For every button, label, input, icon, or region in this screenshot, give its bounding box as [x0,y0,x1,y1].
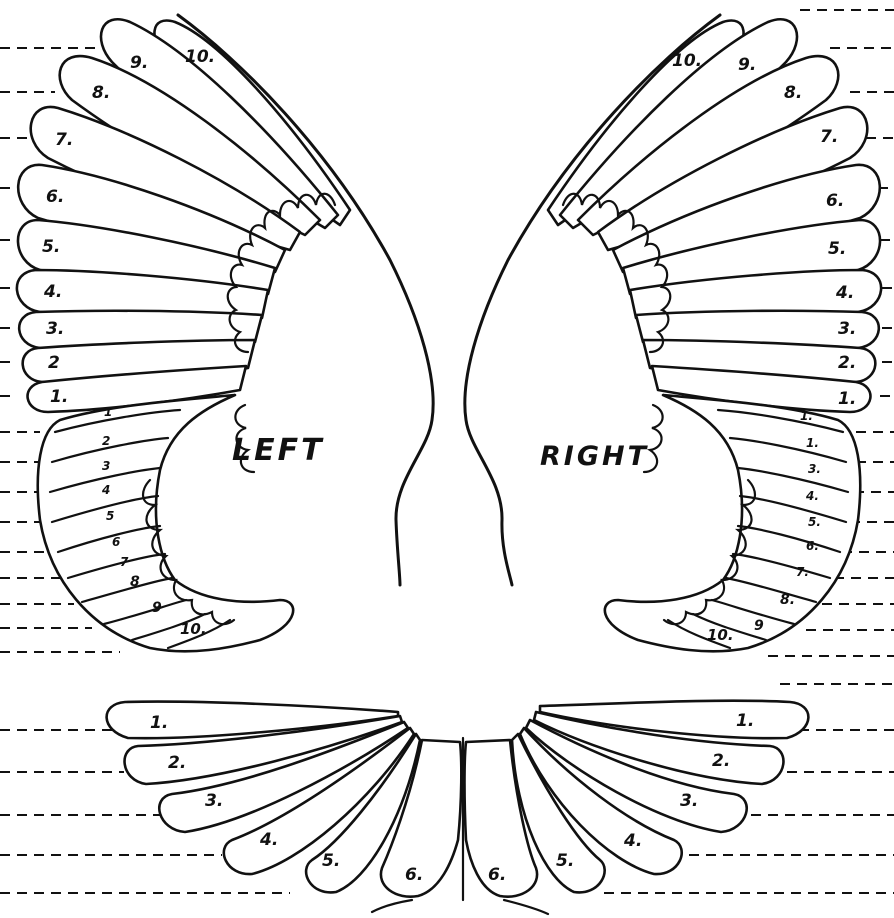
tail-right-2-label: 2. [712,751,730,771]
right-primary-6-label: 6. [826,191,844,211]
tail-right-4-label: 4. [623,831,642,851]
left-primary-6-label: 6. [46,187,64,207]
left-primary-1-label: 1. [50,387,68,407]
right-primary-7-label: 7. [820,127,838,147]
right-secondary-1-label: 1. [800,409,813,423]
right-primary-1-label: 1. [838,389,856,409]
tail-left-5-label: 5. [322,851,340,871]
left-primary-10-label: 10. [185,47,215,67]
left-primary-9-label: 9. [130,53,148,73]
right-wing [465,15,881,651]
right-secondary-3-label: 3. [808,462,821,476]
tail-left-2-label: 2. [168,753,186,773]
left-secondary-5-label: 5 [106,509,114,523]
right-secondary-8-label: 8. [780,592,795,608]
left-secondary-4-label: 4 [101,483,110,497]
right-primary-4-label: 4. [835,283,854,303]
right-secondary-4-label: 4. [805,489,819,503]
right-primary-8-label: 8. [784,83,802,103]
tail-left-1-label: 1. [150,713,168,733]
tail-left-4-label: 4. [259,830,278,850]
tail-left-3-label: 3. [205,791,223,811]
tail-right-3-label: 3. [680,791,698,811]
left-secondary-8-label: 8 [130,574,140,590]
right-primary-9-label: 9. [738,55,756,75]
left-secondary-10-label: 10. [180,620,207,638]
tail-right-6-label: 6. [488,865,506,885]
left-secondary-6-label: 6 [112,535,120,549]
left-primary-5-label: 5. [42,237,60,257]
right-secondary-6-label: 6. [806,539,819,553]
left-secondary-3-label: 3 [102,459,110,473]
left-secondary-9-label: 9 [152,600,162,616]
right-primary-3-label: 3. [838,319,856,339]
left-primary-4-label: 4. [43,282,62,302]
left-primary-8-label: 8. [92,83,110,103]
right-secondary-10-label: 10. [707,626,734,644]
right-primary-5-label: 5. [828,239,846,259]
tail-right-1-label: 1. [736,711,754,731]
right-wing-label: RIGHT [540,441,649,472]
right-secondary-9-label: 9 [754,618,764,634]
left-wing [17,15,433,651]
tail-right-5-label: 5. [556,851,574,871]
right-secondary-fan [605,395,860,651]
left-wing-label: LEFT [232,433,325,468]
right-primary-2-label: 2. [838,353,856,373]
left-secondary-2-label: 2 [102,434,110,448]
left-primary-2-label: 2 [48,353,60,373]
right-secondary-5-label: 5. [808,515,821,529]
right-primary-10-label: 10. [672,51,702,71]
left-primary-7-label: 7. [55,130,73,150]
right-secondary-7-label: 7. [796,565,809,579]
tail-left-6-label: 6. [405,865,423,885]
left-secondary-7-label: 7 [120,555,129,569]
right-secondary-2-label: 1. [806,436,819,450]
left-primary-3-label: 3. [46,319,64,339]
left-secondary-1-label: 1 [104,405,112,419]
